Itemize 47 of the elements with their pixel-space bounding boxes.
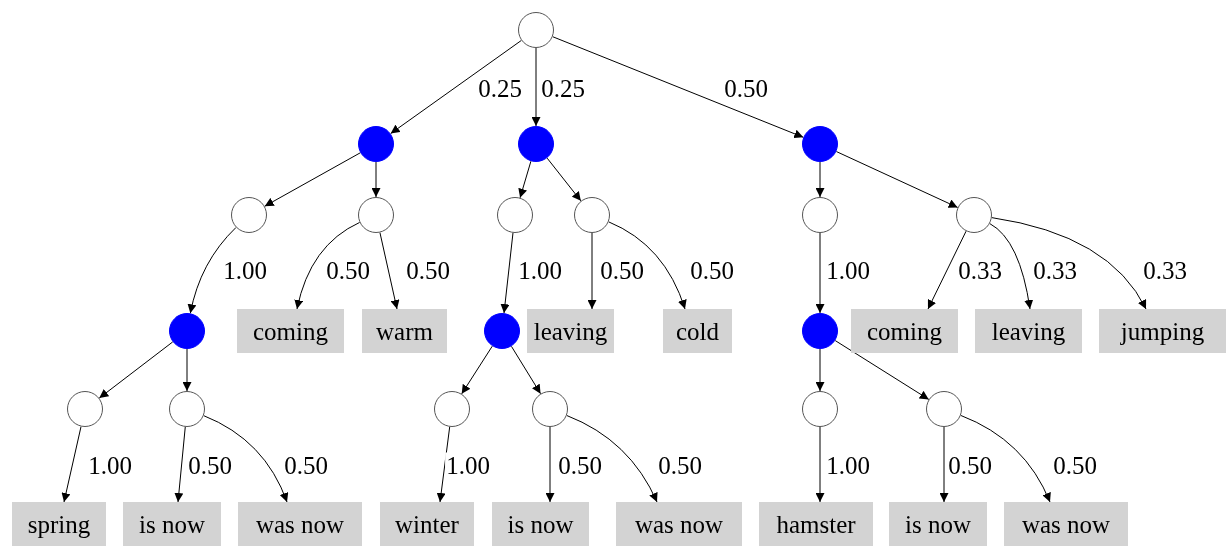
arrow xyxy=(815,232,825,314)
arrow xyxy=(960,414,1051,503)
word-box: warm xyxy=(362,309,447,353)
arrow xyxy=(203,415,288,503)
arrow xyxy=(98,341,174,399)
arrow xyxy=(815,426,825,503)
word-box: jumping xyxy=(1099,309,1226,353)
arrow xyxy=(461,345,493,395)
arrow xyxy=(991,217,1147,310)
word-box: was now xyxy=(238,502,362,546)
arrow xyxy=(187,226,237,314)
arrow xyxy=(552,36,804,139)
word-box: was now xyxy=(1004,502,1128,546)
word-box: spring xyxy=(12,502,106,546)
arrow xyxy=(371,161,381,198)
arrow xyxy=(815,161,825,198)
arrow xyxy=(436,426,451,503)
arrow xyxy=(379,232,400,310)
arrow xyxy=(510,345,542,395)
word-box: coming xyxy=(851,309,958,353)
word-box: was now xyxy=(616,502,742,546)
arrow xyxy=(518,160,532,199)
word-box: winter xyxy=(380,502,474,546)
arrow xyxy=(608,221,687,310)
arrow xyxy=(587,232,597,310)
word-box: is now xyxy=(492,502,589,546)
arrow xyxy=(939,426,949,503)
arrow xyxy=(989,223,1033,310)
arrow xyxy=(390,39,522,135)
arrow xyxy=(61,426,82,503)
arrow xyxy=(815,348,825,392)
arrow xyxy=(545,426,555,503)
word-box: hamster xyxy=(759,502,873,546)
word-box: cold xyxy=(663,309,732,353)
word-box: leaving xyxy=(527,309,614,353)
arrow xyxy=(566,415,658,503)
arrow xyxy=(182,348,192,392)
arrow xyxy=(500,232,514,314)
arrow xyxy=(264,152,361,207)
arrow xyxy=(834,340,930,400)
arrow xyxy=(546,157,582,202)
word-box: leaving xyxy=(975,309,1082,353)
word-box: is now xyxy=(889,502,987,546)
arrow xyxy=(531,47,541,127)
word-box: coming xyxy=(237,309,344,353)
word-box: is now xyxy=(123,502,221,546)
arrow xyxy=(174,426,186,503)
